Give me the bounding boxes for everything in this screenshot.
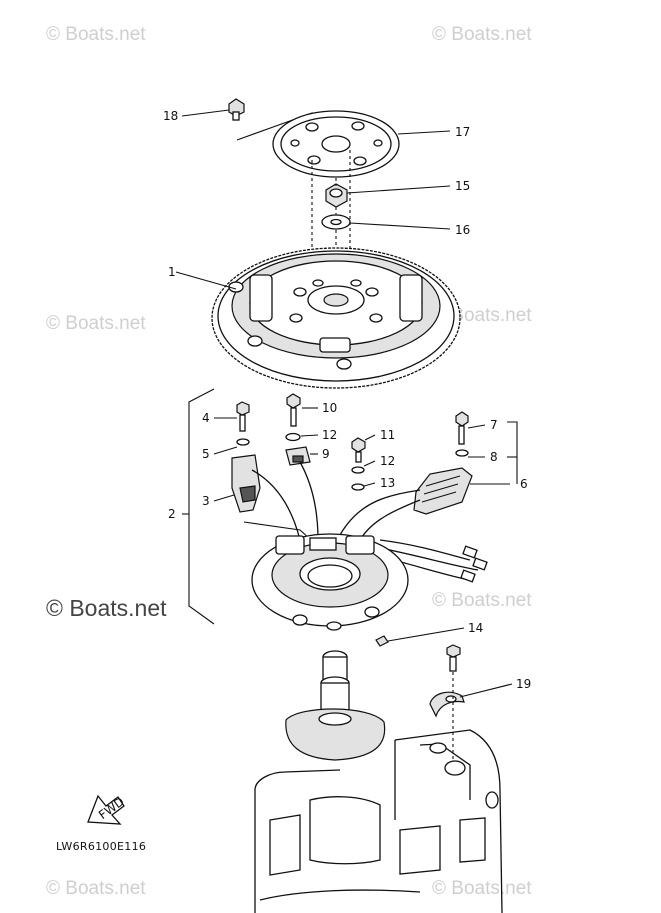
callout-6: 6 [520, 477, 528, 491]
callout-15: 15 [455, 179, 470, 193]
callout-12-b: 12 [380, 454, 395, 468]
callout-19: 19 [516, 677, 531, 691]
watermark: © Boats.net [46, 878, 146, 899]
part-3-coil [231, 454, 261, 513]
callout-4: 4 [202, 411, 210, 425]
part-2-stator-base [251, 533, 409, 631]
part-19-clamp [429, 644, 465, 718]
crankcase [254, 729, 503, 913]
watermark: © Boats.net [46, 313, 146, 334]
callout-7: 7 [490, 418, 498, 432]
part-5-washer [236, 438, 250, 446]
part-9-sensor [285, 446, 311, 466]
callout-8: 8 [490, 450, 498, 464]
callout-10: 10 [322, 401, 337, 415]
part-8-washer [455, 449, 469, 457]
callout-12: 12 [322, 428, 337, 442]
part-4-bolt [236, 401, 250, 432]
part-10-bolt [286, 393, 301, 427]
part-16-washer [321, 214, 351, 230]
callout-9: 9 [322, 447, 330, 461]
watermark: © Boats.net [432, 590, 532, 611]
part-15-nut [325, 183, 348, 208]
part-17-plate [272, 110, 400, 178]
callout-1: 1 [168, 265, 176, 279]
callout-11: 11 [380, 428, 395, 442]
part-7-bolt [455, 411, 469, 445]
callout-13: 13 [380, 476, 395, 490]
watermark: © Boats.net [432, 878, 532, 899]
crankshaft [285, 650, 386, 761]
callout-2: 2 [168, 507, 176, 521]
part-11-bolt [351, 437, 366, 463]
callout-17: 17 [455, 125, 470, 139]
watermark: © Boats.net [46, 24, 146, 45]
part-1-flywheel [211, 247, 461, 389]
part-12-washer-b [351, 466, 365, 474]
callout-3: 3 [202, 494, 210, 508]
fwd-arrow-icon: FWD [87, 794, 127, 825]
callout-16: 16 [455, 223, 470, 237]
part-12-washer [285, 432, 301, 442]
callout-14: 14 [468, 621, 483, 635]
part-18-bolt [228, 98, 245, 121]
watermark: © Boats.net [432, 24, 532, 45]
part-6-coil [413, 467, 473, 515]
callout-5: 5 [202, 447, 210, 461]
part-13-washer [351, 483, 365, 491]
diagram-code: LW6R6100E116 [56, 840, 147, 853]
watermark-prominent: © Boats.net [46, 595, 167, 621]
callout-18: 18 [163, 109, 178, 123]
part-14-key [375, 635, 389, 647]
